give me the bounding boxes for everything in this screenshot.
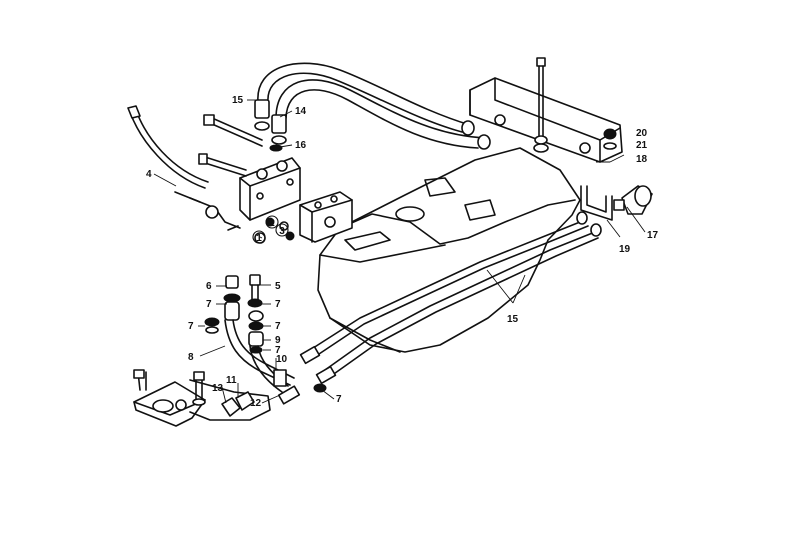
secondary-valve: [299, 191, 353, 243]
lower-pipes: [299, 211, 602, 385]
callout-7b: 7: [275, 299, 281, 310]
callout-7d: 7: [275, 321, 281, 332]
leader-lines: [153, 99, 646, 404]
callout-4: 4: [146, 169, 152, 180]
callout-16: 16: [295, 140, 307, 151]
callout-21: 21: [636, 140, 648, 151]
callout-12: 12: [250, 398, 262, 409]
callout-1: 1: [256, 233, 262, 244]
callout-13: 13: [212, 383, 224, 394]
callout-15-top: 15: [232, 95, 244, 106]
callout-5: 5: [275, 281, 281, 292]
lower-fittings: [204, 274, 264, 354]
small-brackets: [221, 383, 327, 417]
mounting-bolt: [533, 57, 549, 153]
callout-7f: 7: [336, 394, 342, 405]
callout-7a: 7: [206, 299, 212, 310]
control-valve: [239, 157, 301, 221]
callout-9: 9: [275, 335, 281, 346]
callout-17: 17: [647, 230, 659, 241]
nut-washer: [603, 128, 617, 150]
callout-7c: 7: [188, 321, 194, 332]
base-plate: [133, 369, 271, 427]
callout-6: 6: [206, 281, 212, 292]
callout-18: 18: [636, 154, 648, 165]
callout-8: 8: [188, 352, 194, 363]
callout-20: 20: [636, 128, 648, 139]
control-lever: [127, 105, 241, 231]
callout-3: 3: [279, 226, 285, 237]
callout-labels: 1 2 3 4 5 6 7 7 7 7 7 7 8 9 10 11 12 13 …: [146, 95, 659, 409]
tank: [317, 147, 581, 353]
elbow-pipe: [580, 185, 613, 221]
callout-10: 10: [276, 354, 288, 365]
callout-14: 14: [295, 106, 307, 117]
callout-7e: 7: [275, 345, 281, 356]
hydraulic-hoses-upper: [254, 62, 491, 150]
valve-bolts: [198, 114, 263, 177]
lower-pipes-left: [224, 319, 301, 405]
callout-15-bottom: 15: [507, 314, 519, 325]
support-bracket: [469, 77, 623, 163]
filter: [613, 185, 653, 215]
callout-19: 19: [619, 244, 631, 255]
hose-fittings: [254, 121, 287, 152]
callout-11: 11: [226, 375, 237, 386]
callout-2: 2: [269, 218, 275, 229]
